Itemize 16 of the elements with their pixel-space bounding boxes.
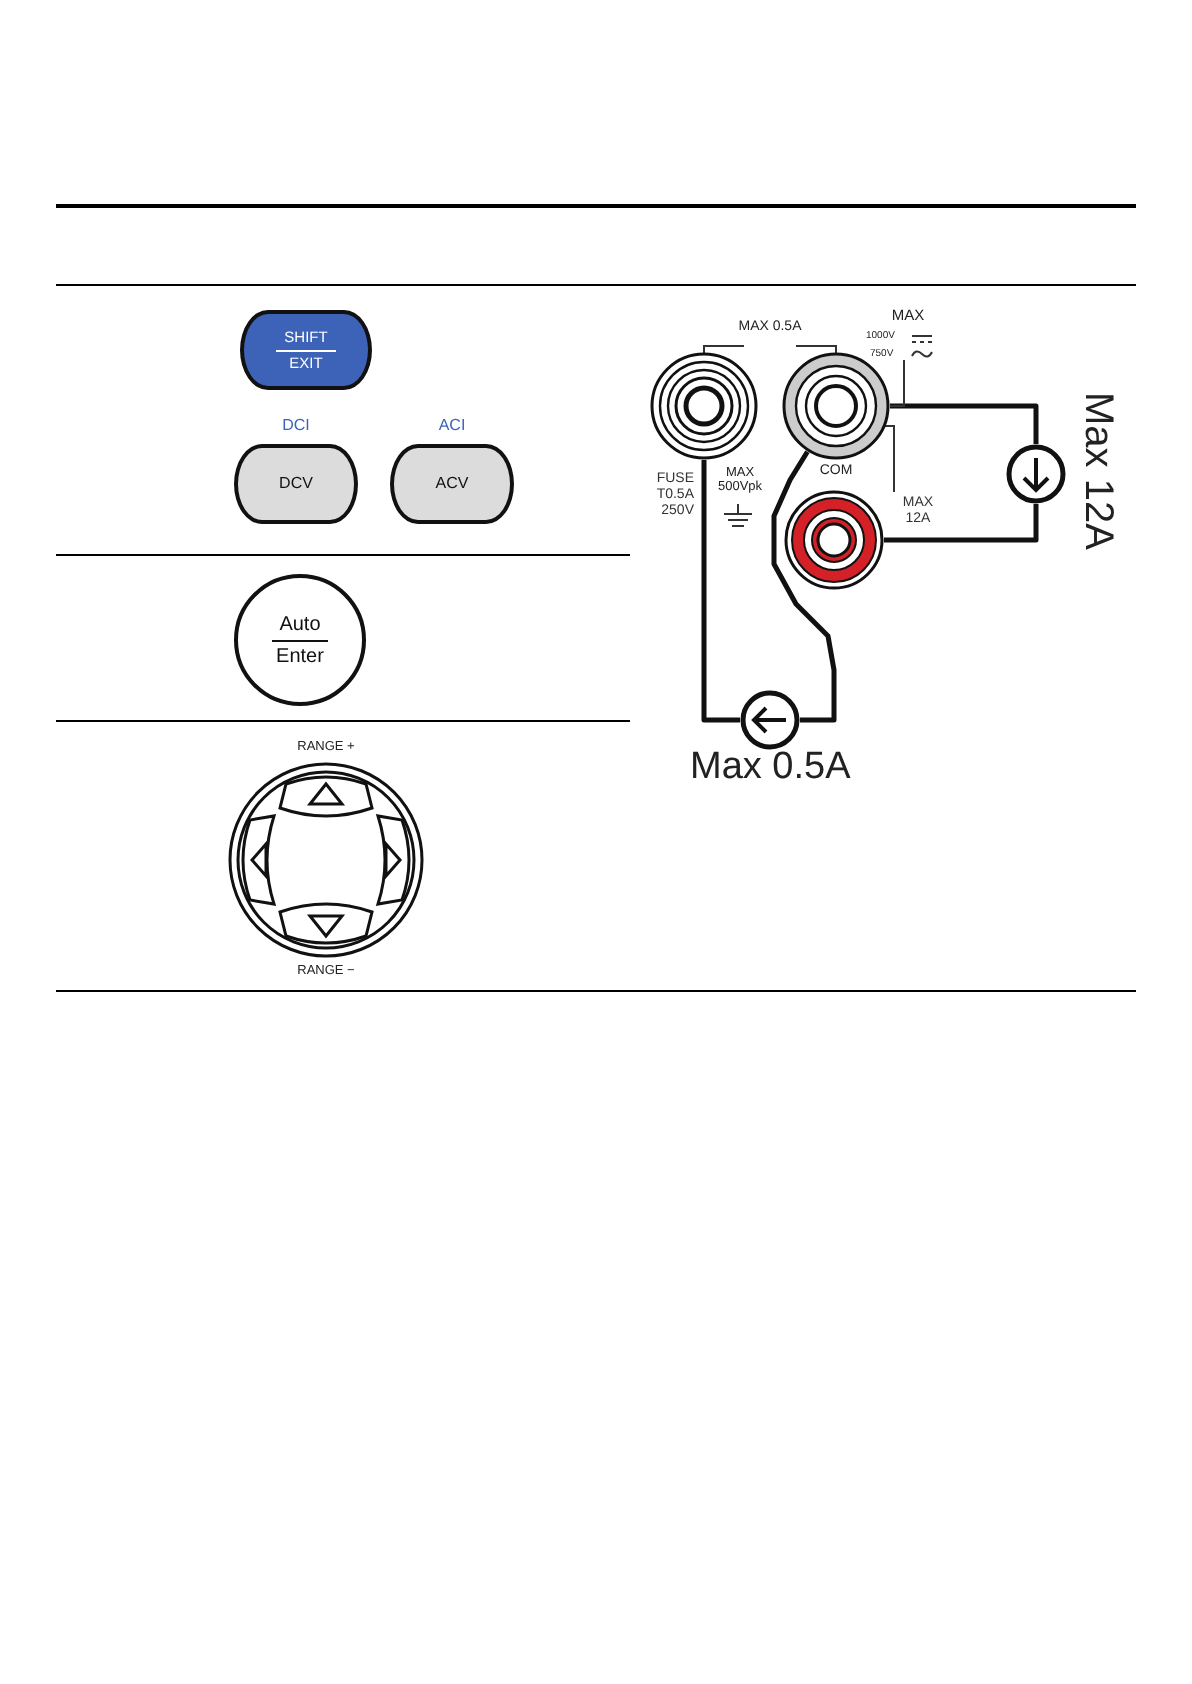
acv-button: ACV <box>390 444 514 524</box>
dcv-button: DCV <box>234 444 358 524</box>
secondary-function-label: ACI <box>436 416 468 435</box>
secondary-function-label: DCI <box>280 416 312 435</box>
wire <box>701 460 740 723</box>
current-limit-label: Max 0.5A <box>690 746 851 790</box>
wire <box>884 504 1039 543</box>
input-terminal <box>650 352 758 460</box>
input-terminal <box>782 352 890 460</box>
wire <box>890 403 1039 444</box>
input-terminal <box>784 490 884 590</box>
auto-enter-button: Auto Enter <box>234 574 366 706</box>
current-meter-symbol <box>740 690 800 750</box>
current-meter-symbol <box>1006 444 1066 504</box>
wire <box>771 450 837 723</box>
current-limit-label: Max 12A <box>1074 392 1120 550</box>
